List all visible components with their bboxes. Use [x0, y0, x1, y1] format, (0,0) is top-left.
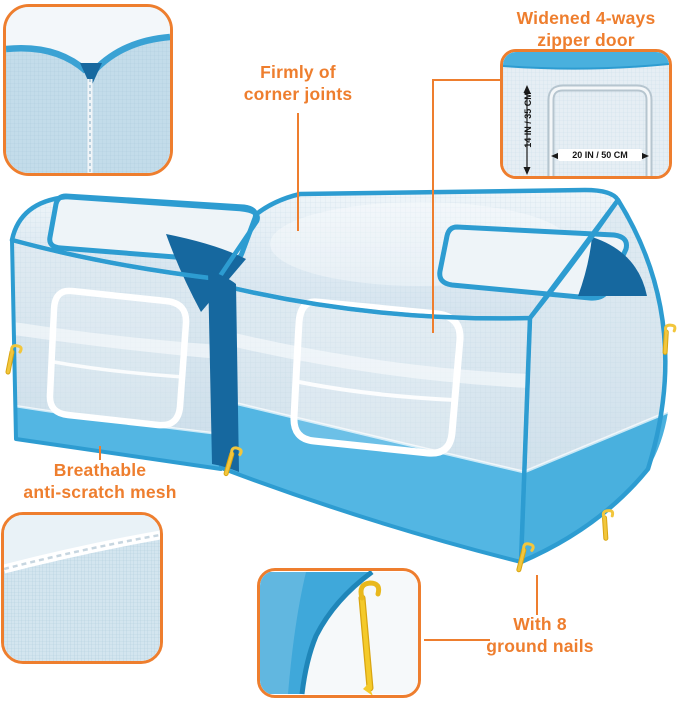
zipper-door-label: Widened 4-ways zipper door	[498, 8, 674, 51]
right-cube	[216, 190, 669, 562]
mesh-closeup-inset	[1, 512, 163, 664]
mesh-label-line1: Breathable	[53, 460, 147, 480]
door-width-dimension: 20 IN / 50 CM	[558, 149, 642, 161]
ground-nail-inset	[257, 568, 421, 698]
zipper-door-label-line2: zipper door	[537, 29, 635, 50]
callout-line-zipper-horizontal	[432, 79, 500, 81]
callout-line-corner-joints	[297, 113, 299, 231]
door-height-dimension: 14 IN / 35 CM	[523, 92, 533, 148]
corner-joint-inset	[3, 4, 173, 176]
corner-joints-label-line2: corner joints	[243, 83, 353, 104]
callout-line-zipper-vertical	[432, 79, 434, 333]
mesh-label-line2: anti-scratch mesh	[23, 481, 177, 502]
corner-joint-closeup	[6, 7, 170, 173]
ground-nails-label: With 8 ground nails	[468, 614, 612, 657]
callout-line-nails-vertical	[536, 575, 538, 615]
callout-line-mesh	[99, 446, 101, 460]
ground-nails-label-line1: With 8	[513, 614, 567, 634]
middle-connector-strip	[208, 270, 239, 472]
ground-nails-label-line2: ground nails	[486, 635, 594, 656]
corner-joints-label-line1: Firmly of	[260, 62, 336, 82]
callout-line-nails-horizontal	[424, 639, 490, 641]
mesh-closeup	[4, 515, 160, 661]
corner-joints-label: Firmly of corner joints	[225, 62, 371, 105]
left-cube	[12, 193, 258, 471]
ground-nail-closeup	[260, 571, 418, 695]
mesh-label: Breathable anti-scratch mesh	[10, 460, 190, 503]
tent-illustration-wrap	[0, 172, 679, 602]
zipper-door-label-line1: Widened 4-ways	[516, 8, 656, 28]
tent-illustration	[0, 172, 679, 602]
